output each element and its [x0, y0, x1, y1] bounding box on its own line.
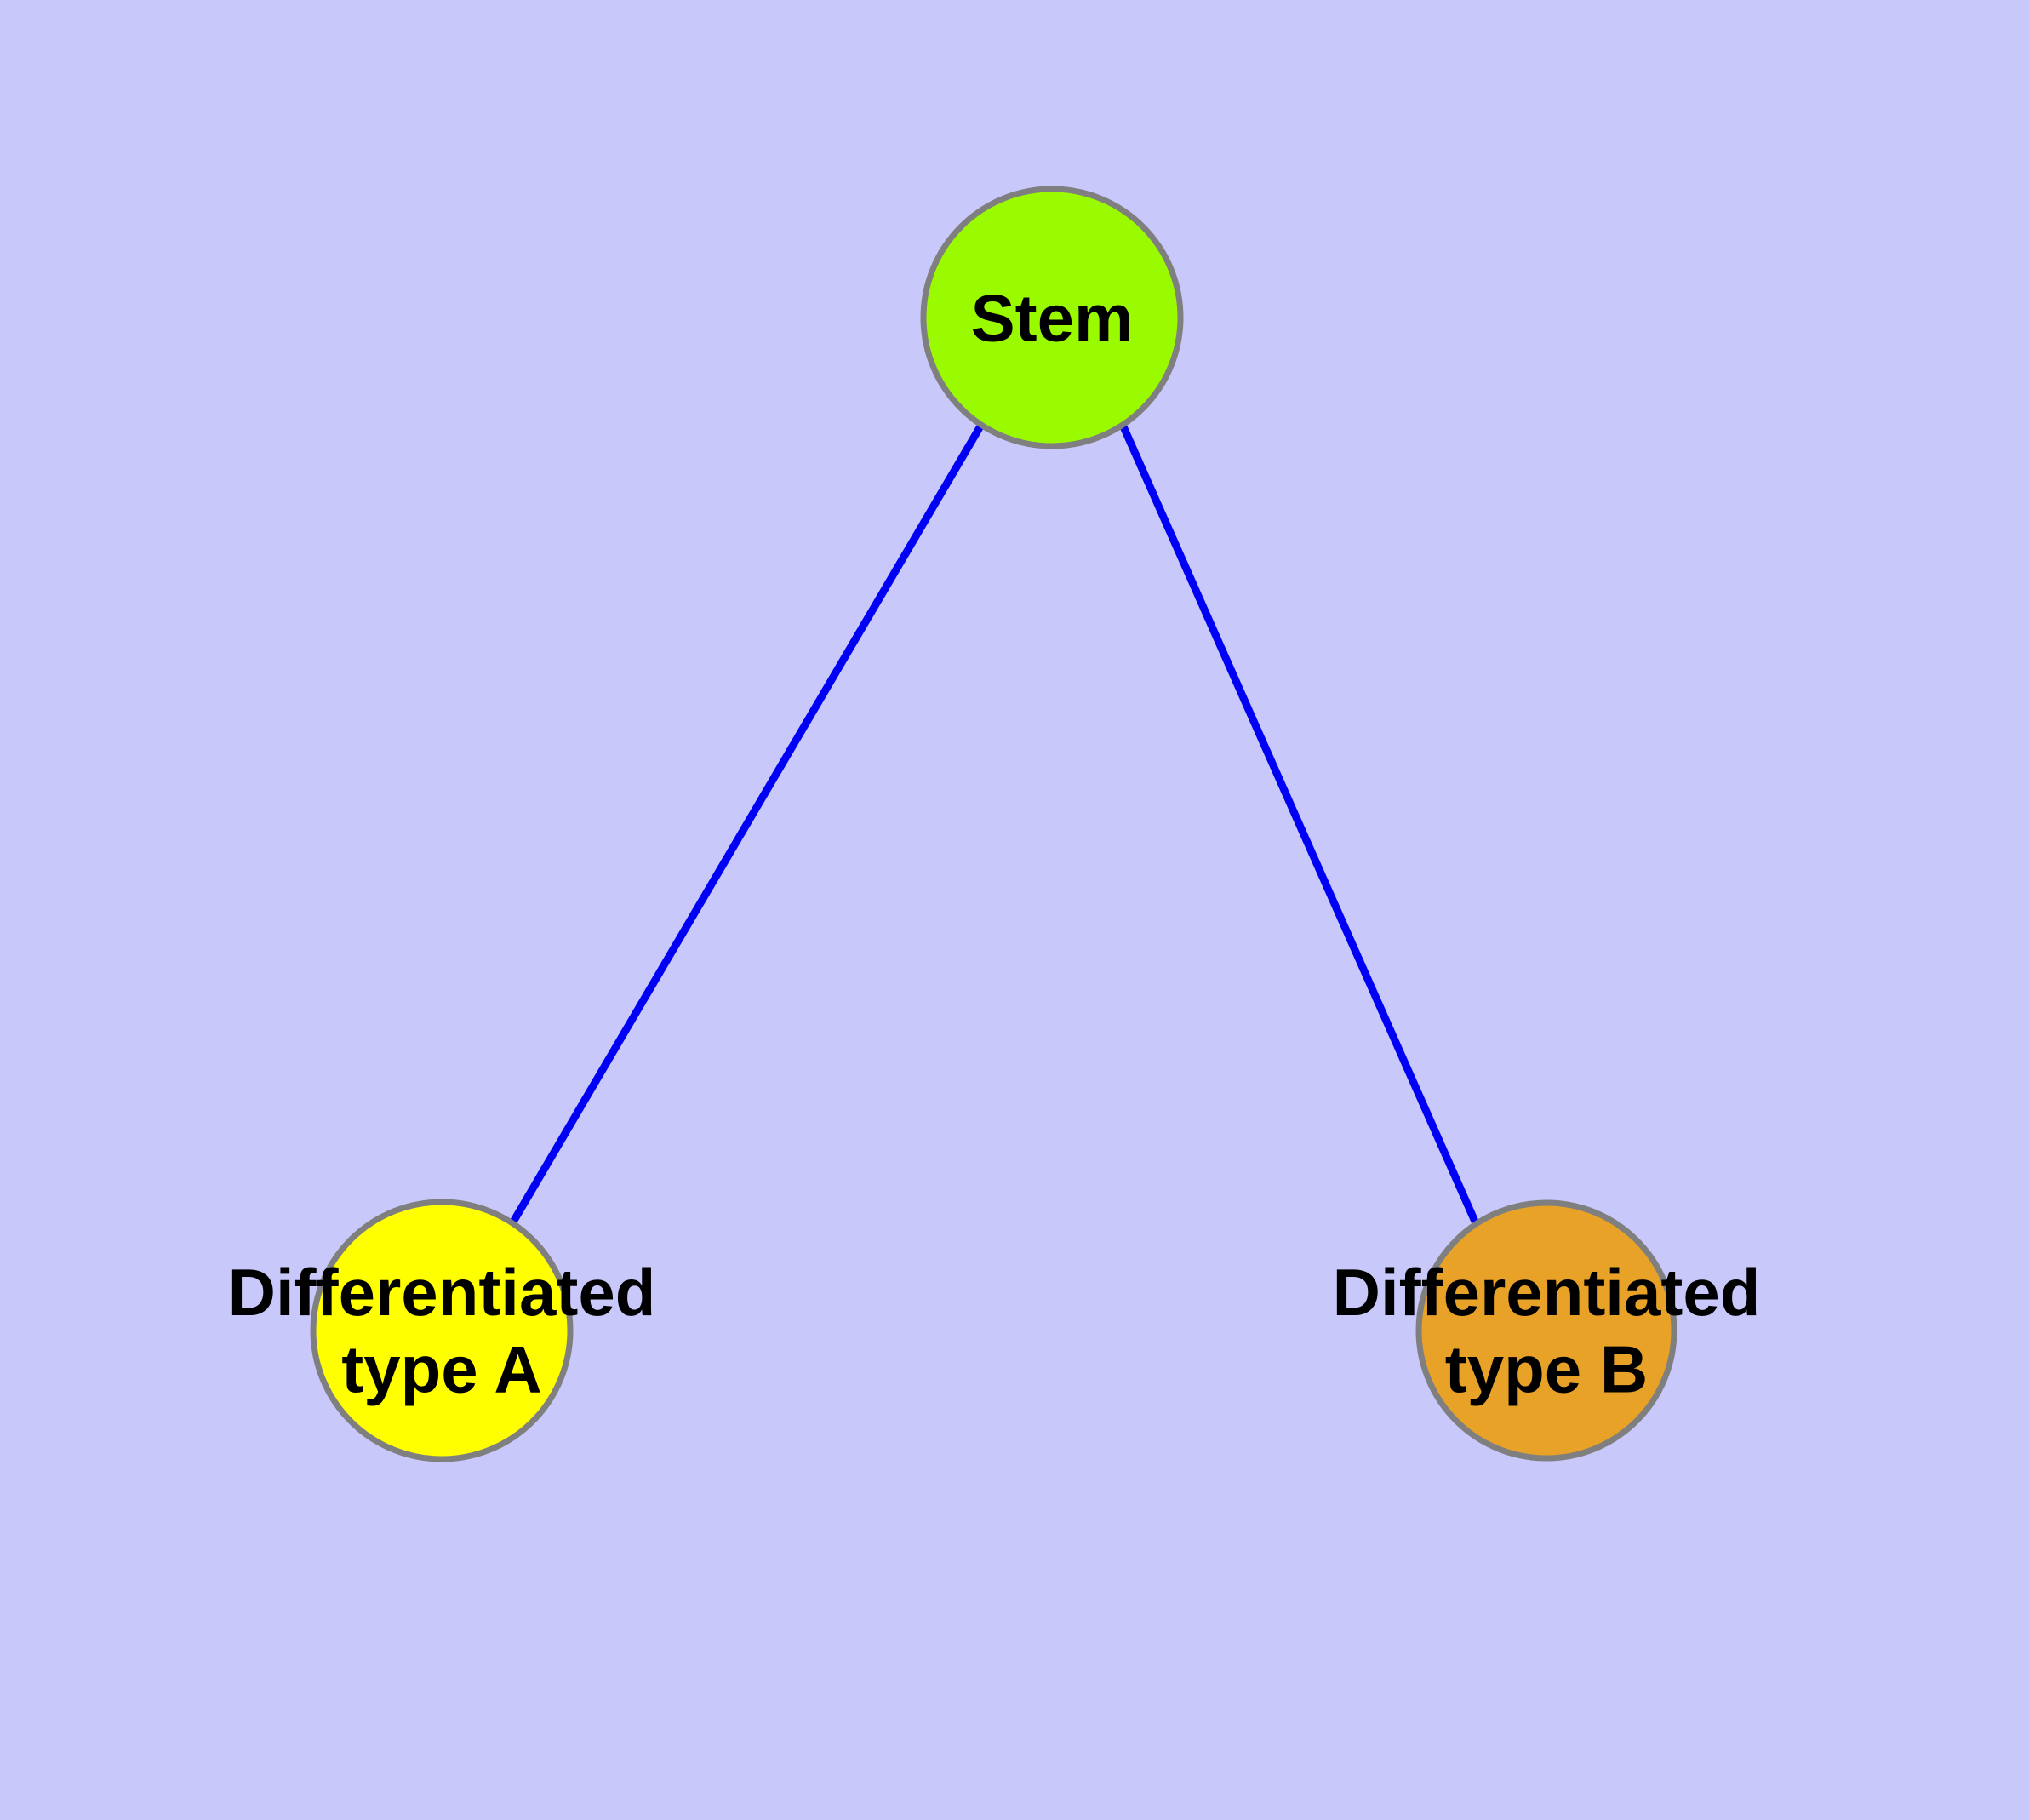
node-differentiated-type-a-label-line1: Differentiated	[228, 1255, 656, 1330]
node-stem-label-line1: Stem	[971, 280, 1134, 355]
edges-layer	[509, 422, 1480, 1226]
node-differentiated-type-b[interactable]: Differentiated type B	[1333, 1199, 1761, 1462]
nodes-layer: Stem Differentiated type A Differentiate…	[228, 186, 1761, 1462]
node-differentiated-type-a-label-line2: type A	[341, 1332, 542, 1407]
node-differentiated-type-b-label-line2: type B	[1445, 1332, 1648, 1407]
node-differentiated-type-b-circle[interactable]	[1415, 1199, 1677, 1462]
node-stem[interactable]: Stem	[920, 186, 1184, 449]
node-differentiated-type-a-circle[interactable]	[310, 1199, 574, 1462]
edge-stem-to-differentiated-a[interactable]	[509, 422, 985, 1226]
node-differentiated-type-b-label-line1: Differentiated	[1333, 1255, 1761, 1330]
node-stem-circle[interactable]	[920, 186, 1184, 449]
edge-stem-to-differentiated-b[interactable]	[1118, 423, 1480, 1225]
node-differentiated-type-a[interactable]: Differentiated type A	[228, 1199, 656, 1462]
